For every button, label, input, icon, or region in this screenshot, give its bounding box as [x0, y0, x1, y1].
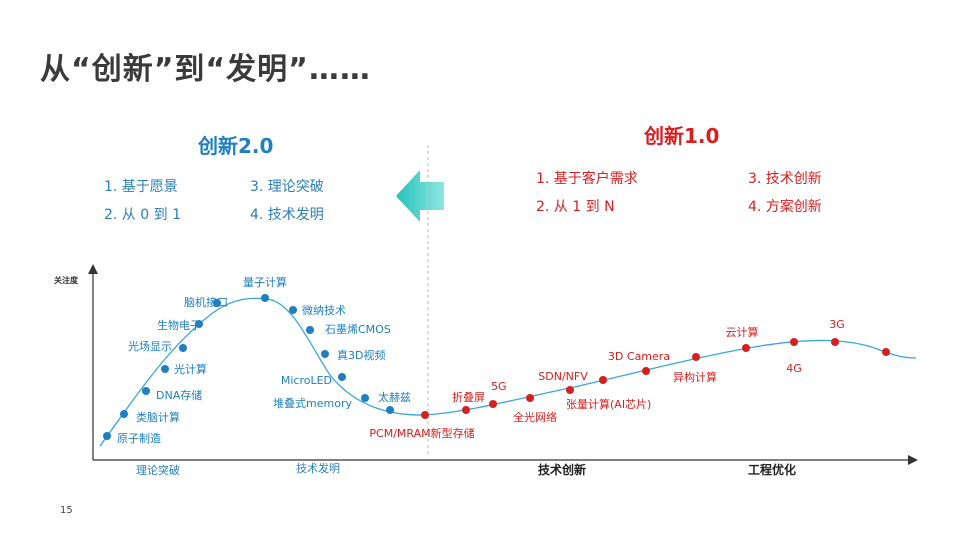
red-point — [692, 353, 700, 361]
blue-point — [161, 365, 169, 373]
red-point — [742, 344, 750, 352]
red-point-label: 5G — [491, 380, 507, 393]
red-point — [599, 376, 607, 384]
red-point-label: 异构计算 — [673, 370, 717, 384]
blue-point-label: 量子计算 — [243, 275, 287, 289]
blue-point — [386, 406, 394, 414]
blue-point-label: 光计算 — [174, 362, 207, 376]
red-point — [831, 338, 839, 346]
blue-point — [321, 350, 329, 358]
blue-point-label: 脑机接口 — [184, 295, 228, 309]
red-point-label: 4G — [786, 362, 802, 375]
blue-point — [103, 432, 111, 440]
x-label-theory: 理论突破 — [136, 463, 180, 477]
red-point-label: 3D Camera — [608, 350, 670, 363]
right-list-item: 4. 方案创新 — [748, 199, 822, 215]
right-list-item: 1. 基于客户需求 — [536, 171, 638, 187]
arrow-left-icon — [396, 170, 444, 222]
blue-point-label: DNA存储 — [156, 388, 202, 402]
blue-point-label: MicroLED — [281, 374, 332, 387]
x-label-engineering: 工程优化 — [748, 462, 796, 477]
left-list-item: 4. 技术发明 — [250, 207, 324, 223]
blue-point-label: 微纳技术 — [302, 303, 346, 317]
blue-point — [142, 387, 150, 395]
blue-point-label: 真3D视频 — [337, 348, 385, 362]
innovation-1-heading: 创新1.0 — [644, 124, 720, 148]
x-label-tech-innovation: 技术创新 — [538, 462, 586, 477]
red-point — [642, 367, 650, 375]
red-point — [489, 400, 497, 408]
left-list-item: 2. 从 0 到 1 — [104, 207, 181, 223]
blue-point — [179, 344, 187, 352]
left-list-item: 3. 理论突破 — [250, 179, 324, 195]
red-point-label: PCM/MRAM新型存储 — [369, 426, 474, 440]
red-points: PCM/MRAM新型存储 折叠屏 5G 全光网络 SDN/NFV 张量计算(AI芯片) 3D… — [369, 318, 890, 440]
red-point-label: 张量计算(AI芯片) — [566, 397, 651, 411]
red-point — [882, 348, 890, 356]
blue-point-label: 类脑计算 — [136, 410, 180, 424]
page-number: 15 — [60, 505, 73, 516]
red-point — [566, 386, 574, 394]
page-title: 从“创新”到“发明”…… — [40, 52, 371, 87]
blue-point-label: 原子制造 — [117, 431, 161, 445]
red-point-label: SDN/NFV — [538, 370, 588, 383]
blue-point — [120, 410, 128, 418]
red-point-label: 全光网络 — [513, 410, 557, 424]
red-point — [790, 338, 798, 346]
x-axis-arrowhead — [908, 455, 918, 465]
red-point — [421, 411, 429, 419]
blue-point — [306, 326, 314, 334]
y-axis-arrowhead — [88, 264, 98, 274]
right-list-item: 2. 从 1 到 N — [536, 199, 615, 215]
blue-point — [213, 299, 221, 307]
left-list-item: 1. 基于愿景 — [104, 179, 178, 195]
red-point — [462, 406, 470, 414]
blue-point — [361, 394, 369, 402]
blue-point-label: 堆叠式memory — [273, 397, 352, 410]
blue-point-label: 太赫兹 — [378, 391, 411, 404]
red-point — [526, 394, 534, 402]
blue-point-label: 生物电子 — [157, 318, 201, 332]
blue-point — [338, 373, 346, 381]
blue-point — [261, 294, 269, 302]
red-point-label: 云计算 — [726, 325, 759, 339]
blue-point — [195, 320, 203, 328]
innovation-2-heading: 创新2.0 — [198, 134, 274, 158]
blue-point — [289, 306, 297, 314]
blue-point-label: 光场显示 — [128, 339, 172, 353]
red-point-label: 3G — [829, 318, 845, 331]
y-axis-label: 关注度 — [54, 275, 79, 285]
right-list-item: 3. 技术创新 — [748, 171, 822, 187]
x-label-invention: 技术发明 — [296, 461, 340, 475]
red-point-label: 折叠屏 — [452, 390, 485, 404]
blue-point-label: 石墨烯CMOS — [325, 323, 391, 336]
